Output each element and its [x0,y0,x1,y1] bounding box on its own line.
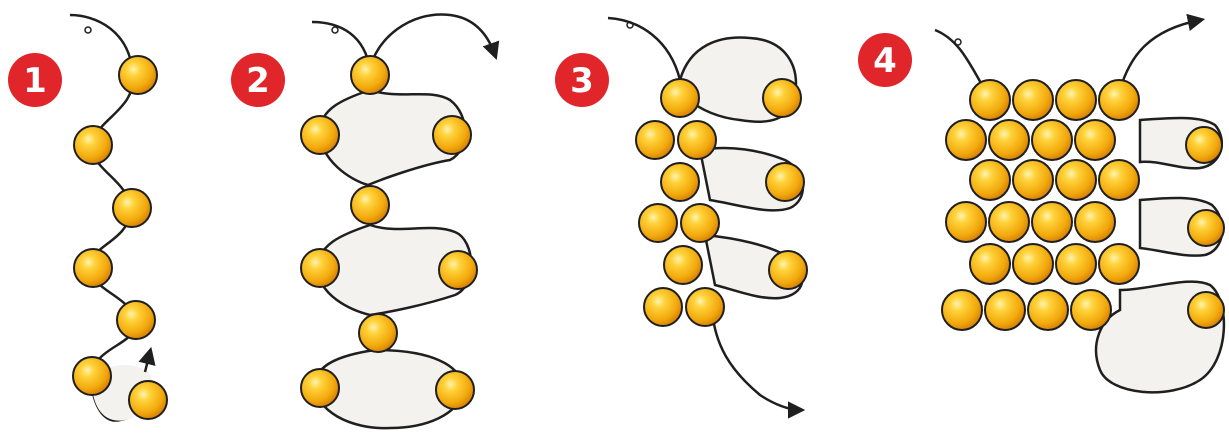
bead [941,289,983,331]
step-3-number: 3 [570,61,594,101]
bead [1187,209,1225,247]
step-3-panel: 3 [555,16,808,419]
badge-circle [231,53,285,107]
step-4-beads [941,79,1225,331]
step-3-beads [635,78,808,327]
thread [1118,13,1206,91]
bead [1055,79,1097,121]
bead [768,250,808,290]
step-1-beads [72,55,168,420]
bead [432,115,472,155]
bead [1070,289,1112,331]
thread-arrow [138,346,156,373]
bead [1185,126,1223,164]
bead [300,115,340,155]
step-2-beads [300,55,478,410]
bead [73,248,113,288]
bead [1055,243,1097,285]
step-4-panel: 4 [858,13,1226,394]
bead [1074,201,1116,243]
thread [607,16,682,81]
thread [311,13,500,71]
bead [685,287,725,327]
step-3-badge: 3 [555,53,609,107]
thread-knot [331,26,339,34]
thread [710,309,806,419]
bead [660,162,700,202]
bead [73,125,113,165]
bead [765,162,805,202]
thread-knot [84,26,92,34]
bead [1012,79,1054,121]
bead [663,245,703,285]
bead [969,79,1011,121]
bead [300,248,340,288]
step-4-badge: 4 [858,33,912,87]
bead [116,300,156,340]
bead [635,120,675,160]
badge-circle [858,33,912,87]
badge-circle [555,53,609,107]
bead [988,119,1030,161]
step-1-panel: 1 [8,13,168,422]
step-4-number: 4 [873,41,897,81]
bead [1187,291,1225,329]
bead [438,250,478,290]
step-2-panel: 2 [231,13,500,430]
bead [969,159,1011,201]
bead [945,119,987,161]
bead [1098,79,1140,121]
bead [945,201,987,243]
bead [350,55,390,95]
bead [350,185,390,225]
step-2-badge: 2 [231,53,285,107]
bead [128,380,168,420]
bead [118,55,158,95]
bead [643,287,683,327]
bead [988,201,1030,243]
bead [762,78,802,118]
bead [1055,159,1097,201]
bead [969,243,1011,285]
bead [638,203,678,243]
bead [1027,289,1069,331]
bead [72,356,112,396]
bead [1031,201,1073,243]
bead [1012,243,1054,285]
bead [1074,119,1116,161]
bead [358,313,398,353]
bead [1098,243,1140,285]
bead [677,120,717,160]
bead [435,370,475,410]
bead [112,188,152,228]
bead [1031,119,1073,161]
bead [984,289,1026,331]
step-2-number: 2 [246,61,270,101]
badge-circle [8,53,62,107]
bead [300,368,340,408]
step-1-badge: 1 [8,53,62,107]
bead [660,78,700,118]
bead [1012,159,1054,201]
bead [1098,159,1140,201]
step-1-number: 1 [23,61,47,101]
bead [680,203,720,243]
thread-knot [954,38,962,46]
thread-knot [626,21,634,29]
